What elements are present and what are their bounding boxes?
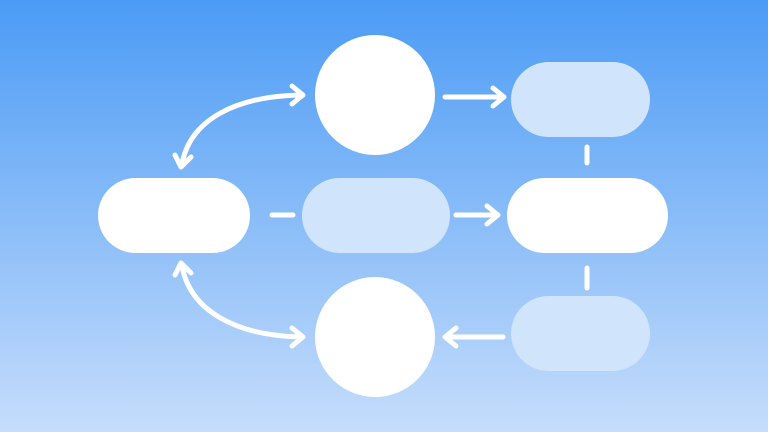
top-circle	[315, 35, 435, 155]
arrowhead-bottom-right	[289, 325, 306, 349]
curved-arrow-top	[179, 92, 305, 167]
left-pill	[98, 178, 250, 253]
bottom-right-pill	[511, 296, 650, 371]
arrowhead-bottom-up	[172, 260, 194, 278]
center-pill	[302, 178, 450, 253]
arrowhead-top-down	[172, 152, 194, 170]
top-right-pill	[511, 62, 650, 137]
arrow-center-to-right	[453, 203, 501, 227]
curved-arrow-bottom	[179, 263, 305, 340]
bottom-circle	[315, 277, 435, 397]
arrowhead-top-right	[289, 83, 306, 107]
right-pill	[507, 178, 668, 253]
connectors	[172, 83, 590, 349]
nodes	[98, 35, 668, 397]
arrow-bottom-pill-to-circle	[442, 325, 506, 349]
arrow-top-circle-to-pill	[442, 85, 507, 109]
